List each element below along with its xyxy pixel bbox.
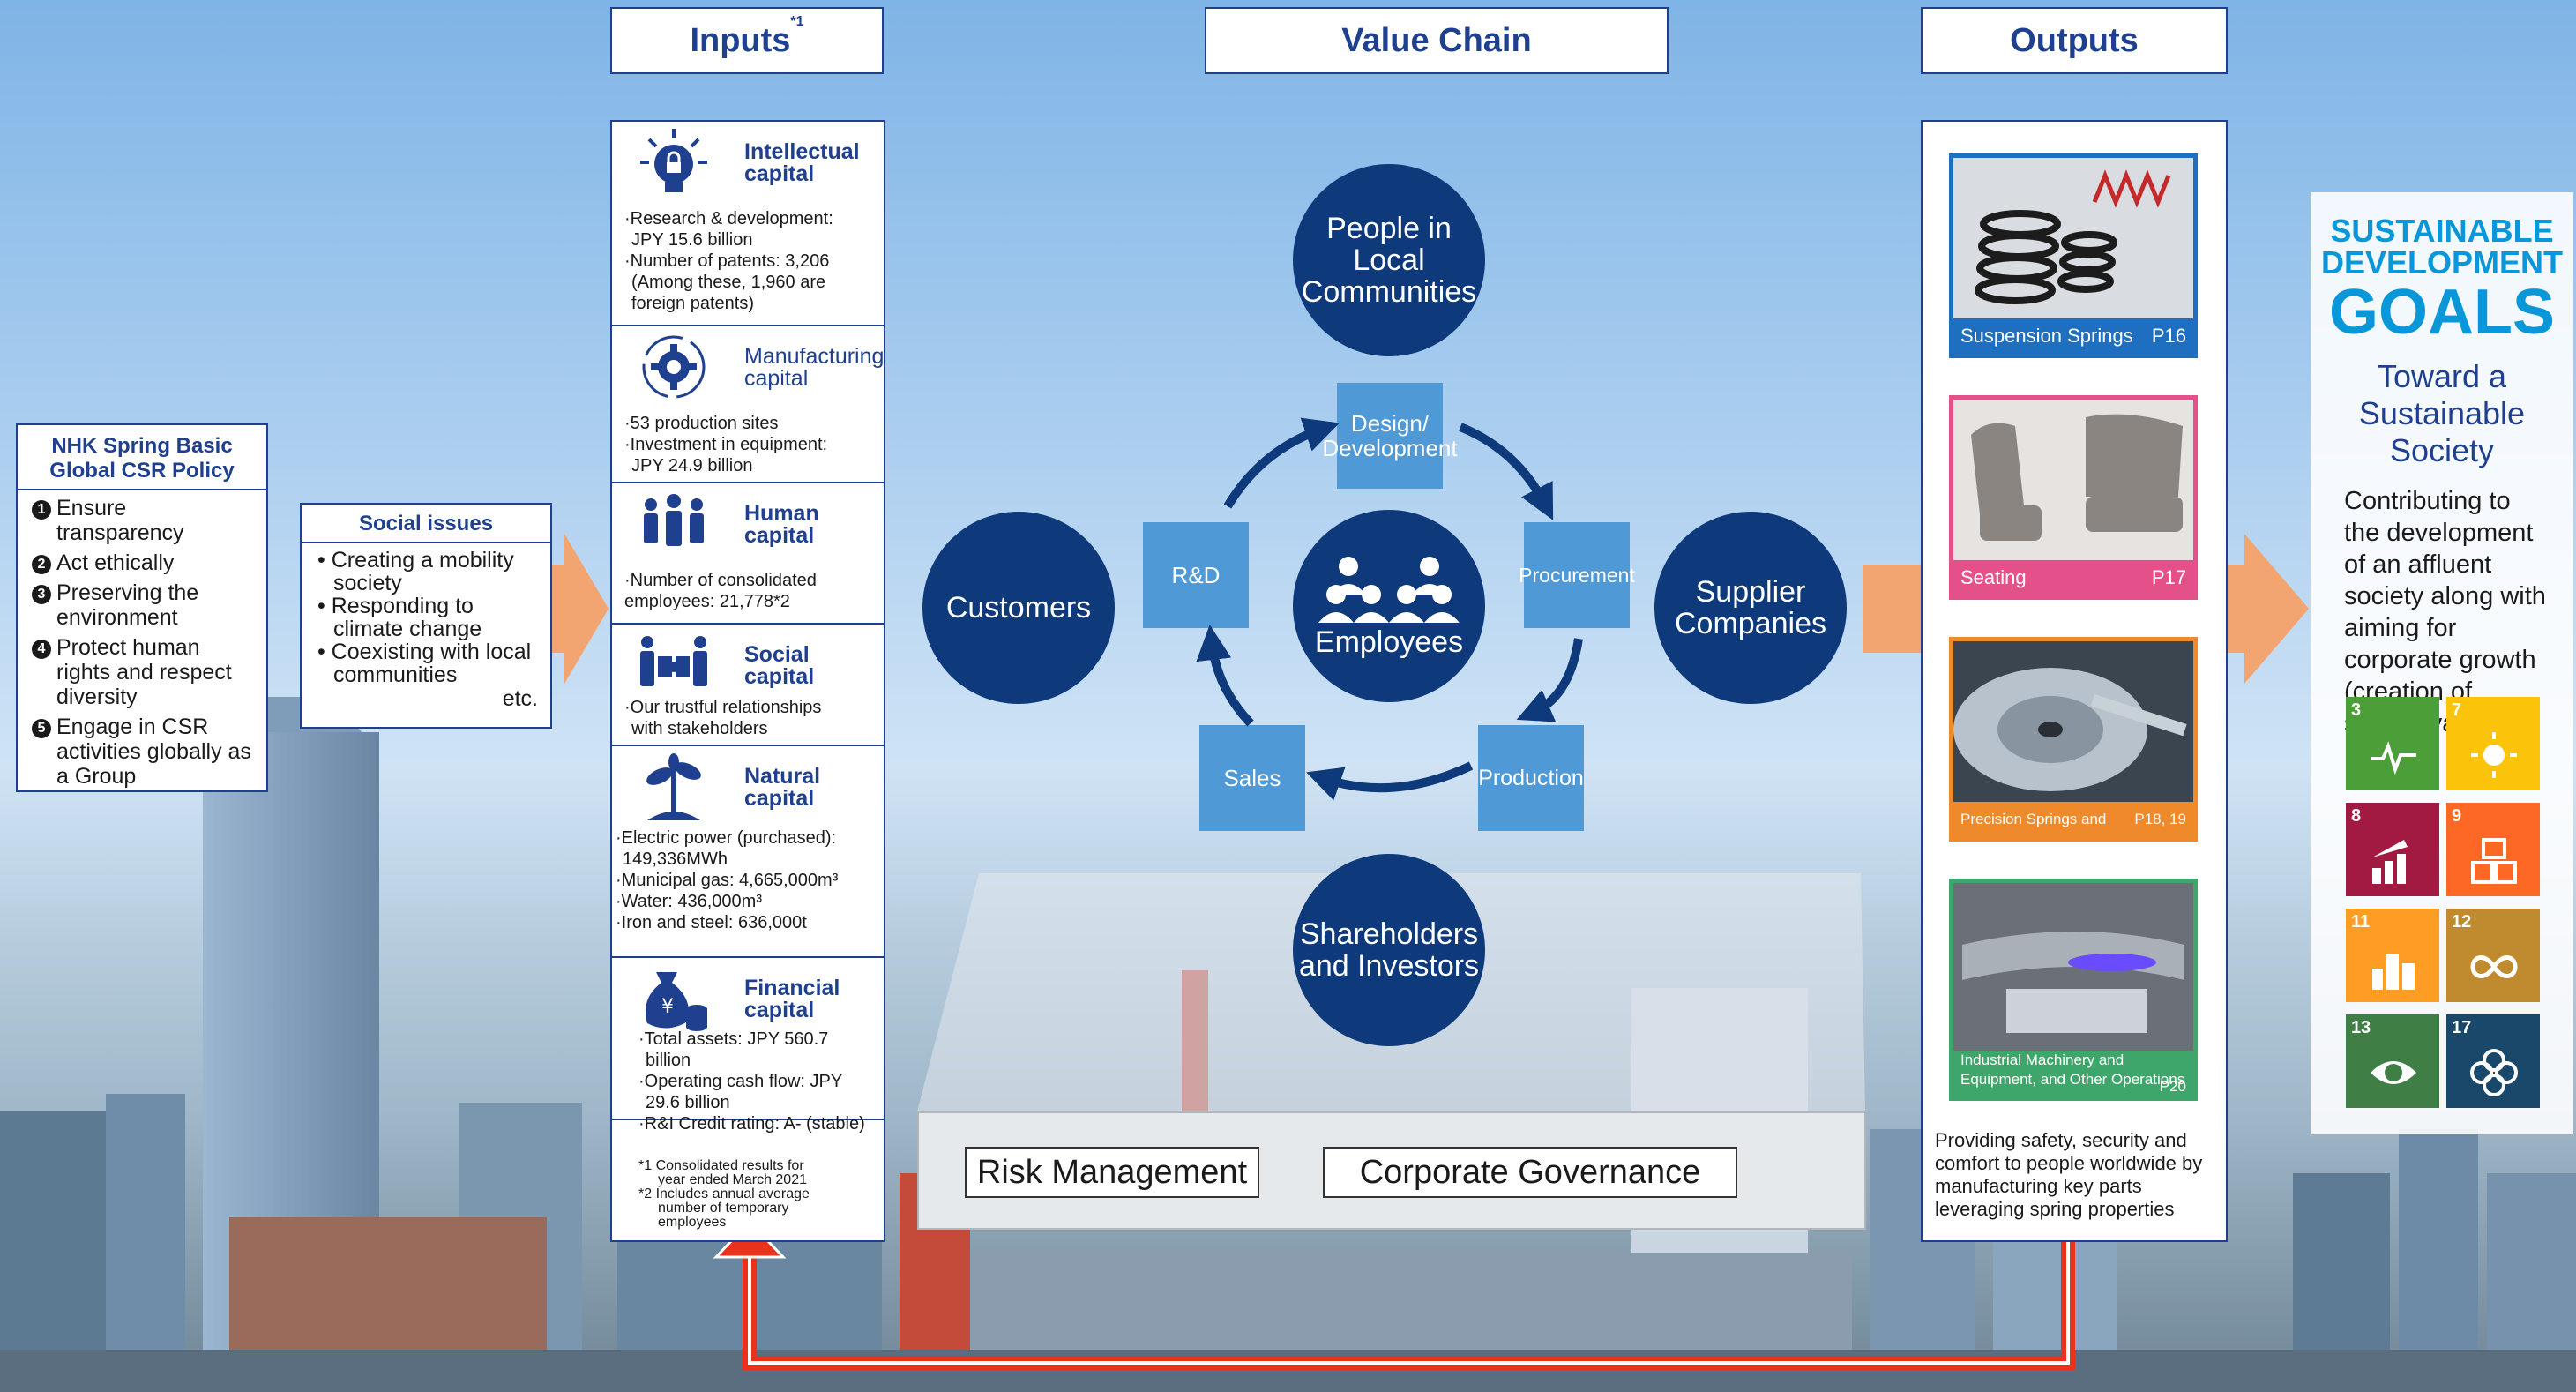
plant-icon — [646, 753, 701, 820]
sdg-goal-3: 3 — [2346, 697, 2439, 790]
sdgs-logo: SUSTAINABLE DEVELOPMENT GOALS — [2320, 213, 2564, 348]
stakeholder-shareholders: Shareholders and Investors — [1293, 854, 1485, 1046]
svg-text:¥: ¥ — [661, 996, 674, 1018]
outputs-header: Outputs — [1921, 7, 2228, 74]
cycle-sales: Sales — [1199, 725, 1305, 831]
cycle-rnd: R&D — [1143, 522, 1249, 628]
sdgs-subtitle: Toward a Sustainable Society — [2358, 358, 2526, 468]
list-item: • Coexisting with local communities — [317, 640, 532, 687]
capital-details: ·Total assets: JPY 560.7 billion ·Operat… — [638, 1029, 865, 1134]
city-icon — [2372, 954, 2415, 990]
cycle-design-development: Design/ Development — [1322, 383, 1458, 489]
precision-springs-image — [1953, 641, 2193, 802]
sdg-goal-9: 9 — [2446, 803, 2540, 896]
sun-icon — [2471, 732, 2517, 778]
sdg-goal-13: 13 — [2346, 1014, 2439, 1108]
seating-image — [1953, 400, 2193, 560]
capital-details: ·Number of consolidated employees: 21,77… — [624, 571, 817, 611]
product-seating: Seating P17 — [1949, 395, 2198, 600]
sdg-goal-12: 12 — [2446, 909, 2540, 1002]
csr-policy-title: NHK Spring Basic Global CSR Policy — [49, 434, 235, 483]
infinity-icon — [2470, 955, 2518, 978]
gear-icon — [642, 335, 706, 399]
value-chain-header: Value Chain — [1205, 7, 1669, 74]
capital-details: ·Electric power (purchased): 149,336MWh … — [616, 828, 839, 932]
arrow-to-inputs — [538, 534, 609, 684]
stakeholder-supplier-companies: Supplier Companies — [1654, 512, 1847, 704]
list-item: • Responding to climate change — [317, 594, 482, 641]
cycle-production: Production — [1478, 725, 1584, 831]
social-issues-title: Social issues — [358, 512, 494, 535]
footnotes: *1 Consolidated results for year ended M… — [638, 1158, 810, 1230]
eye-globe-icon — [2371, 1061, 2416, 1084]
handshake-puzzle-icon — [640, 636, 707, 686]
social-issues-list: • Creating a mobility society • Respondi… — [302, 542, 550, 686]
social-issues-box: Social issues • Creating a mobility soci… — [300, 503, 552, 729]
sdg-goal-17: 17 — [2446, 1014, 2540, 1108]
inputs-header: Inputs*1 — [610, 7, 884, 74]
money-bag-icon: ¥ — [646, 972, 707, 1031]
lightbulb-lock-icon — [640, 129, 707, 192]
people-icon — [644, 494, 704, 546]
sdg-goal-11: 11 — [2346, 909, 2439, 1002]
product-precision-springs: Precision Springs and Components P18, 19 — [1949, 637, 2198, 863]
heartbeat-icon — [2371, 741, 2416, 775]
outputs-description: Providing safety, security and comfort t… — [1935, 1129, 2203, 1220]
sdg-goal-7: 7 — [2446, 697, 2540, 790]
product-suspension-springs: Suspension Springs P16 — [1949, 153, 2198, 358]
risk-management-label: Risk Management — [965, 1147, 1259, 1198]
product-industrial-machinery: Industrial Machinery and Equipment, and … — [1949, 879, 2198, 1101]
corporate-governance-label: Corporate Governance — [1323, 1147, 1737, 1198]
outputs-panel: Suspension Springs P16 Seating P17 Preci… — [1921, 120, 2228, 1242]
etc-label: etc. — [502, 686, 538, 711]
partnership-icon — [2470, 1049, 2518, 1096]
industrial-machinery-image — [1953, 883, 2193, 1051]
capital-details: ·53 production sites ·Investment in equi… — [624, 414, 828, 475]
capital-details: ·Our trustful relationships with stakeho… — [624, 698, 822, 738]
capital-details: ·Research & development: JPY 15.6 billio… — [624, 209, 833, 313]
suspension-springs-image — [1953, 158, 2193, 318]
sdg-goal-8: 8 — [2346, 803, 2439, 896]
cubes-icon — [2471, 838, 2517, 884]
stakeholder-local-communities: People in Local Communities — [1293, 164, 1485, 356]
stakeholder-customers: Customers — [922, 512, 1115, 704]
employees-circle: Employees — [1293, 510, 1485, 702]
employees-group-icon — [1318, 557, 1460, 623]
industrial-label: Industrial Machinery and Equipment, and … — [1953, 1051, 2193, 1096]
governance-panel: Risk Management Corporate Governance — [917, 1111, 1866, 1230]
growth-chart-icon — [2372, 840, 2408, 884]
list-item: • Creating a mobility society — [317, 548, 514, 595]
cycle-procurement: Procurement — [1519, 522, 1635, 628]
